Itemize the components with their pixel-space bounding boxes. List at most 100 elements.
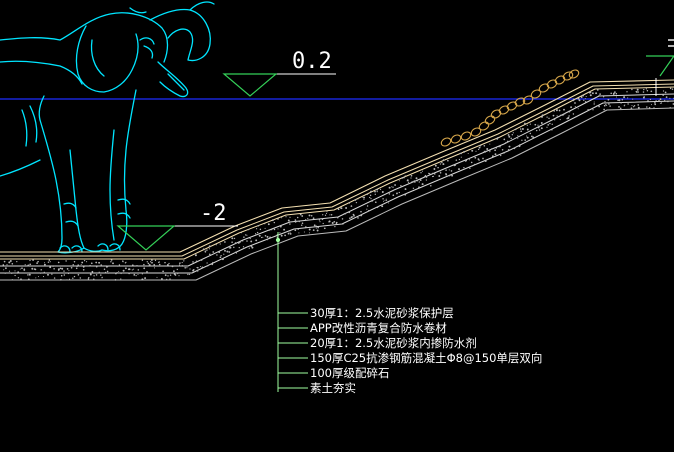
hatch-dot [410, 177, 412, 179]
hatch-dot [423, 175, 426, 178]
hatch-dot [179, 262, 181, 265]
hatch-dot [458, 168, 460, 171]
hatch-dot [315, 227, 317, 229]
hatch-dot [24, 264, 26, 266]
hatch-dot [439, 172, 442, 174]
hatch-dot [63, 270, 65, 272]
hatch-dot [343, 213, 346, 215]
hatch-dot [162, 272, 164, 274]
hatch-dot [133, 274, 135, 276]
hatch-dot [421, 170, 424, 172]
hatch-dot [89, 264, 91, 267]
hatch-dot [72, 264, 74, 266]
hatch-dot [598, 105, 600, 108]
hatch-dot [643, 96, 645, 98]
hatch-dot [631, 105, 633, 107]
hatch-dot [521, 139, 523, 141]
hatch-dot [308, 214, 311, 217]
hatch-dot [580, 96, 583, 99]
hatch-dot [73, 260, 76, 263]
layer-note: 20厚1：2.5水泥砂浆内掺防水剂 [310, 336, 477, 350]
hatch-dot [612, 94, 615, 96]
hatch-dot [508, 135, 511, 138]
hatch-dot [93, 275, 95, 277]
layer-notes: 30厚1：2.5水泥砂浆保护层 APP改性沥青复合防水卷材 20厚1：2.5水泥… [310, 306, 542, 395]
hatch-dot [404, 188, 407, 191]
hatch-dot [80, 263, 82, 266]
hatch-dot [470, 161, 473, 164]
hatch-dot [588, 91, 590, 94]
hatch-dot [3, 269, 5, 271]
hatch-dot [296, 216, 299, 219]
hatch-dot [298, 220, 301, 223]
hatch-dot [383, 200, 385, 202]
hatch-dot [669, 87, 672, 90]
hatch-dot [245, 234, 247, 236]
hatch-dot [647, 100, 649, 102]
hatch-dot [607, 98, 610, 101]
hatch-dot [352, 213, 355, 216]
hatch-dot [391, 186, 393, 188]
hatch-dot [149, 261, 152, 263]
hatch-dot [402, 193, 404, 196]
hatch-dot [591, 92, 594, 95]
hatch-dot [173, 270, 175, 273]
hatch-dot [418, 181, 420, 183]
hatch-dot [407, 181, 410, 183]
hatch-dot [537, 124, 539, 126]
hatch-dot [626, 91, 628, 93]
hatch-dot [433, 168, 436, 170]
hatch-dot [271, 219, 274, 222]
hatch-dot [105, 271, 107, 273]
hatch-dot [335, 221, 338, 224]
hatch-dot [277, 218, 279, 220]
hatch-dot [637, 91, 639, 93]
hatch-dot [178, 264, 181, 266]
hatch-dot [535, 129, 538, 132]
hatch-dot [367, 210, 370, 212]
hatch-dot [337, 217, 339, 219]
hatch-dot [166, 278, 168, 281]
hatch-dot [312, 229, 315, 231]
hatch-dot [348, 202, 351, 204]
hatch-dot [482, 157, 484, 160]
hatch-dot [212, 251, 215, 253]
hatch-dot [298, 232, 300, 234]
hatch-dot [410, 174, 413, 177]
hatch-dot [197, 271, 199, 273]
hatch-dot [559, 119, 561, 121]
hatch-dot [326, 211, 328, 213]
hatch-dot [558, 109, 561, 112]
hatch-dot [137, 273, 139, 276]
hatch-dot [117, 265, 119, 267]
hatch-dot [331, 222, 334, 224]
hatch-dot [646, 106, 648, 108]
layer-leader [275, 232, 308, 392]
hatch-dot [208, 248, 210, 250]
hatch-dot [106, 270, 109, 273]
hatch-dot [574, 102, 576, 104]
hatch-dot [621, 98, 624, 101]
hatch-dot [631, 88, 633, 91]
hatch-dot [318, 219, 321, 221]
hatch-dot [376, 191, 378, 193]
hatch-dot [3, 260, 6, 263]
hatch-dot [507, 134, 510, 136]
hatch-dot [300, 224, 303, 226]
hatch-dot [206, 249, 208, 251]
hatch-dot [52, 265, 54, 267]
hatch-dot [352, 216, 354, 218]
hatch-dot [554, 119, 556, 121]
hatch-dot [664, 99, 666, 102]
hatch-dot [546, 113, 548, 115]
hatch-dot [76, 266, 78, 268]
riprap-stone [484, 115, 496, 125]
hatch-dot [649, 98, 651, 101]
hatch-dot [604, 101, 606, 103]
hatch-dot [474, 156, 477, 159]
hatch-dot [517, 138, 519, 140]
hatch-dot [16, 272, 19, 274]
hatch-dot [330, 214, 333, 216]
hatch-dot [489, 150, 491, 152]
hatch-dot [632, 98, 634, 100]
